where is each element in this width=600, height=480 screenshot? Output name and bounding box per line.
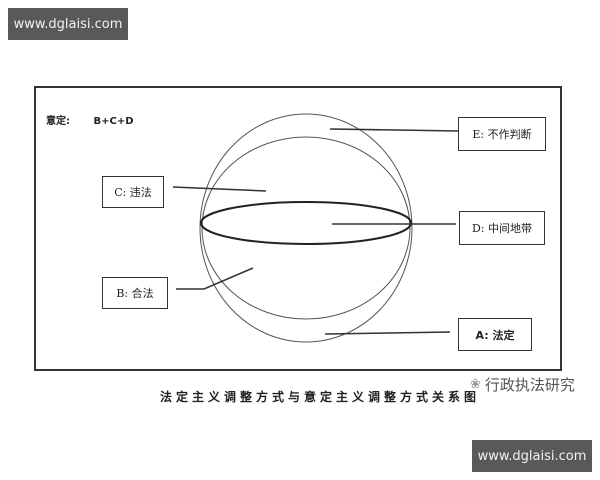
region-c-label: C: 违法 [102, 176, 164, 208]
watermark-top: www.dglaisi.com [8, 8, 128, 40]
inner-circle [201, 136, 411, 320]
legend-formula: B+C+D [93, 116, 134, 127]
leader-a [324, 331, 451, 335]
brand-mark: ❀ 行政执法研究 [470, 374, 575, 395]
middle-ellipse [200, 201, 412, 245]
diagram-caption: 法定主义调整方式与意定主义调整方式关系图 [160, 390, 481, 404]
region-e-label: E: 不作判断 [458, 117, 546, 151]
watermark-bottom: www.dglaisi.com [472, 440, 592, 472]
fish-logo-icon: ❀ [470, 377, 481, 392]
region-a-label: A: 法定 [458, 318, 532, 351]
region-d-label: D: 中间地带 [459, 211, 545, 245]
outer-circle [199, 113, 413, 343]
diagram-frame [34, 86, 562, 371]
leader-b [176, 267, 254, 290]
leader-c [172, 186, 267, 192]
legend: 意定: B+C+D [46, 112, 134, 127]
legend-label: 意定: [46, 116, 70, 127]
leader-e [329, 128, 459, 132]
region-b-label: B: 合法 [102, 277, 168, 309]
brand-name: 行政执法研究 [484, 376, 575, 394]
